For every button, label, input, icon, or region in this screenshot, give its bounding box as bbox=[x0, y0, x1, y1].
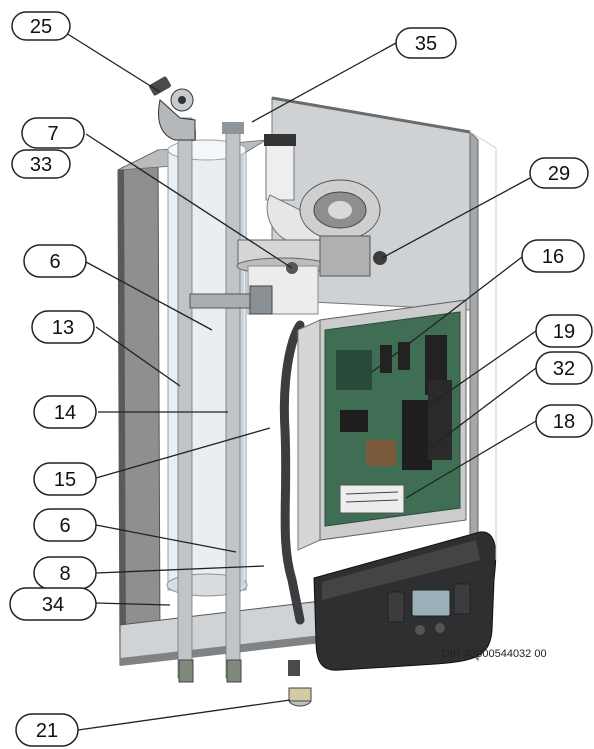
side-valve bbox=[249, 285, 273, 315]
left-panel-edge bbox=[118, 166, 126, 660]
leader-21 bbox=[77, 699, 291, 731]
top-frame-rail bbox=[271, 96, 471, 134]
pipe-14 bbox=[225, 125, 241, 679]
leader-29 bbox=[381, 177, 531, 259]
bottom-stub-1 bbox=[178, 659, 194, 683]
callout-16: 16 bbox=[521, 239, 585, 273]
callout-13-text: 13 bbox=[52, 317, 74, 339]
leader-15 bbox=[95, 427, 271, 479]
callout-34: 34 bbox=[9, 587, 97, 621]
callout-21-text: 21 bbox=[36, 720, 58, 742]
callout-15: 15 bbox=[33, 462, 97, 496]
air-vent-valve bbox=[149, 76, 196, 141]
callout-25-text: 25 bbox=[30, 16, 52, 38]
leader-18 bbox=[405, 420, 537, 499]
callout-6a-text: 6 bbox=[49, 251, 60, 273]
leader-34 bbox=[95, 602, 171, 606]
leader-8 bbox=[95, 565, 265, 574]
callout-19-text: 19 bbox=[553, 321, 575, 343]
callout-8-text: 8 bbox=[59, 563, 70, 585]
boiler-illustration bbox=[117, 76, 497, 707]
callout-6b-text: 6 bbox=[59, 515, 70, 537]
front-control-housing bbox=[313, 531, 497, 671]
callout-34-text: 34 bbox=[42, 594, 64, 616]
callout-33: 33 bbox=[11, 149, 71, 179]
callout-29-text: 29 bbox=[548, 163, 570, 185]
leader-19 bbox=[427, 330, 537, 407]
right-side-panel-inner bbox=[469, 130, 479, 662]
callout-14-text: 14 bbox=[54, 402, 76, 424]
callout-16-text: 16 bbox=[542, 246, 564, 268]
callout-15-text: 15 bbox=[54, 469, 76, 491]
callout-32-text: 32 bbox=[553, 358, 575, 380]
callout-13: 13 bbox=[31, 310, 95, 344]
leader-13 bbox=[95, 326, 181, 387]
callout-6a: 6 bbox=[23, 244, 87, 278]
callout-21: 21 bbox=[15, 713, 79, 747]
callout-33-text: 33 bbox=[30, 154, 52, 176]
leader-25 bbox=[65, 32, 161, 93]
callout-19: 19 bbox=[535, 314, 593, 348]
base-tray-lip bbox=[120, 634, 330, 666]
callout-25: 25 bbox=[11, 11, 71, 41]
callout-18: 18 bbox=[535, 404, 593, 438]
leader-32 bbox=[413, 367, 537, 461]
callout-35: 35 bbox=[395, 27, 457, 59]
control-box bbox=[297, 299, 467, 551]
right-frame-edge bbox=[469, 131, 497, 149]
document-reference: DIR #2000544032 00 bbox=[442, 648, 547, 660]
burner-fan-assembly bbox=[236, 134, 387, 315]
callout-7-text: 7 bbox=[47, 123, 58, 145]
bottom-stub-2 bbox=[226, 659, 242, 683]
callout-8: 8 bbox=[33, 556, 97, 590]
leader-16 bbox=[371, 256, 523, 373]
callout-6b: 6 bbox=[33, 508, 97, 542]
leader-lines bbox=[65, 32, 537, 731]
callout-32: 32 bbox=[535, 351, 593, 385]
leader-7 bbox=[85, 133, 293, 269]
callout-7: 7 bbox=[21, 117, 85, 149]
leader-35 bbox=[251, 42, 397, 123]
leader-6a bbox=[85, 261, 213, 331]
callout-18-text: 18 bbox=[553, 411, 575, 433]
pipe-14-cap bbox=[222, 122, 244, 134]
leader-6b bbox=[95, 524, 237, 553]
bottom-stub-3 bbox=[288, 660, 300, 676]
callout-14: 14 bbox=[33, 395, 97, 429]
condensate-hose bbox=[279, 320, 305, 625]
drain-fitting-body bbox=[288, 687, 312, 702]
callout-29: 29 bbox=[529, 157, 589, 189]
callout-35-text: 35 bbox=[415, 33, 437, 55]
